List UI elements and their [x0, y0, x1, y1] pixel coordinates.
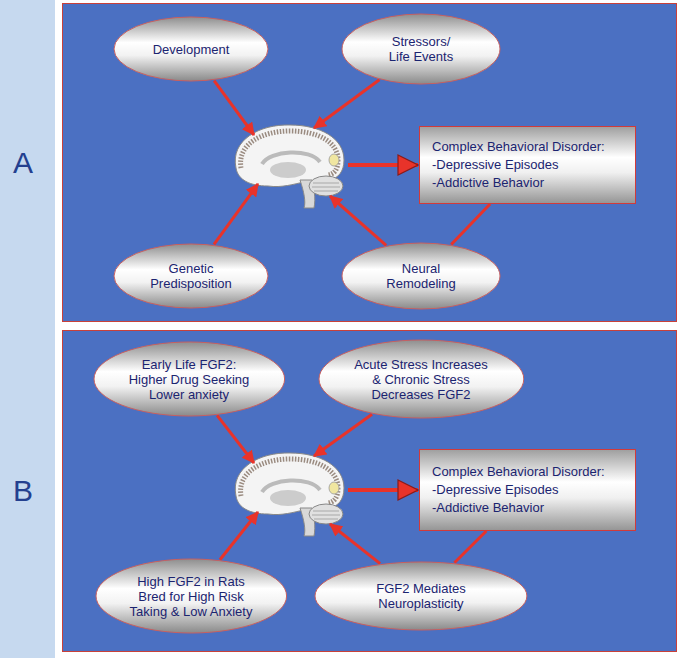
- ellipse-shape: [114, 17, 268, 81]
- ellipse-shape: [315, 562, 527, 630]
- node-text: Genetic Predisposition: [144, 261, 239, 291]
- ellipse-shape: [342, 243, 500, 309]
- ellipse-node: Neural Remodeling: [341, 242, 501, 310]
- node-text: Acute Stress Increases & Chronic Stress …: [351, 357, 491, 402]
- panel: ADevelopmentStressors/ Life EventsComple…: [62, 3, 677, 322]
- node-text: A: [13, 146, 33, 180]
- side-strip: [0, 0, 55, 658]
- node-text: FGF2 Mediates Neuroplasticity: [348, 581, 493, 611]
- arrow: [348, 488, 418, 492]
- connector: [454, 531, 486, 563]
- node-text: Complex Behavioral Disorder:: [432, 138, 623, 156]
- ellipse-shape: [94, 342, 285, 416]
- arrow: [330, 196, 386, 245]
- arrow: [330, 524, 380, 564]
- arrow: [314, 414, 372, 456]
- node-text: Early Life FGF2: Higher Drug Seeking Low…: [124, 357, 254, 402]
- arrow: [214, 184, 258, 244]
- arrow: [214, 81, 254, 135]
- node-text: -Addictive Behavior: [432, 174, 623, 192]
- ellipse-node: Acute Stress Increases & Chronic Stress …: [318, 339, 525, 419]
- process-box: Complex Behavioral Disorder:-Depressive …: [419, 449, 636, 531]
- brain-illustration: [235, 125, 344, 208]
- arrow: [217, 415, 254, 463]
- panel: BEarly Life FGF2: Higher Drug Seeking Lo…: [62, 330, 677, 652]
- node-text: High FGF2 in Rats Bred for High Risk Tak…: [126, 574, 256, 619]
- ellipse-node: FGF2 Mediates Neuroplasticity: [314, 561, 528, 631]
- arrow: [220, 512, 258, 560]
- ellipse-shape: [96, 559, 287, 633]
- node-text: Development: [153, 42, 230, 57]
- node-text: -Depressive Episodes: [432, 156, 623, 174]
- ellipse-shape: [342, 14, 500, 84]
- ellipse-node: Development: [113, 16, 269, 82]
- process-box: Complex Behavioral Disorder:-Depressive …: [419, 126, 636, 204]
- ellipse-node: Early Life FGF2: Higher Drug Seeking Low…: [93, 341, 286, 417]
- node-text: -Depressive Episodes: [432, 481, 623, 499]
- node-text: Neural Remodeling: [374, 261, 469, 291]
- node-text: Stressors/ Life Events: [381, 34, 461, 64]
- node-text: -Addictive Behavior: [432, 499, 623, 517]
- node-text: Complex Behavioral Disorder:: [432, 463, 623, 481]
- arrow: [314, 80, 379, 128]
- ellipse-node: Stressors/ Life Events: [341, 13, 501, 85]
- brain-illustration: [235, 453, 344, 536]
- ellipse-node: Genetic Predisposition: [113, 243, 269, 309]
- node-text: B: [13, 474, 33, 508]
- ellipse-shape: [114, 244, 268, 308]
- arrow: [348, 163, 418, 167]
- ellipse-shape: [319, 340, 524, 418]
- connector: [451, 204, 490, 245]
- ellipse-node: High FGF2 in Rats Bred for High Risk Tak…: [95, 558, 288, 634]
